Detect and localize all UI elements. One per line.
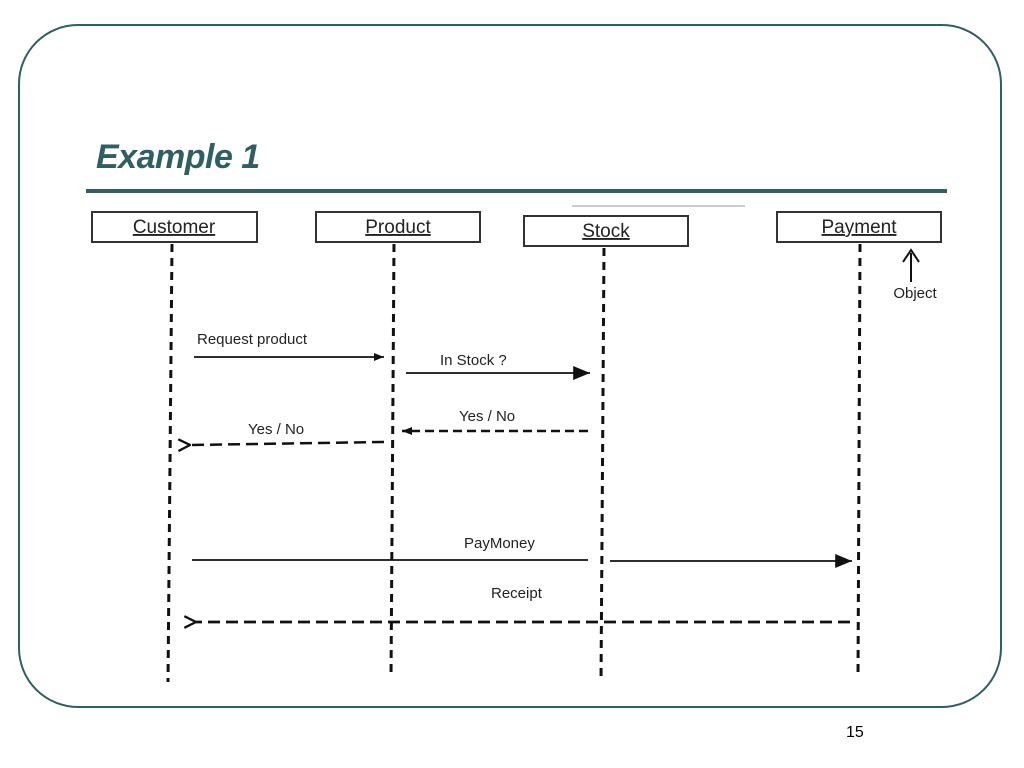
message-yes-no-product: Yes / No: [190, 421, 385, 445]
page-number: 15: [846, 724, 864, 741]
object-product: Product: [315, 211, 481, 243]
message-request-product: Request product: [194, 331, 384, 361]
object-annotation: Object: [893, 248, 938, 302]
object-annotation-label: Object: [893, 285, 937, 302]
lifeline-stock: [599, 247, 606, 683]
slide-frame: [18, 24, 1002, 708]
object-payment: Payment: [776, 211, 942, 243]
slide-title: Example 1: [96, 138, 260, 176]
object-label-payment: Payment: [822, 217, 898, 238]
lifeline-customer: [166, 243, 174, 683]
message-label-in-stock: In Stock ?: [440, 352, 507, 369]
message-pay-money: PayMoney: [192, 535, 852, 568]
message-yes-no-stock: Yes / No: [402, 408, 588, 435]
title-underline: [86, 189, 947, 193]
lifeline-product: [389, 243, 396, 679]
message-receipt: Receipt: [196, 585, 850, 622]
object-label-stock: Stock: [582, 221, 630, 242]
message-label-request-product: Request product: [197, 331, 308, 348]
object-label-product: Product: [365, 217, 431, 238]
message-label-pay-money: PayMoney: [464, 535, 535, 552]
up-arrow-icon: [902, 248, 920, 263]
message-in-stock: In Stock ?: [406, 352, 590, 380]
message-label-yes-no-product: Yes / No: [248, 421, 304, 438]
lifeline-payment: [856, 243, 862, 679]
message-label-receipt: Receipt: [491, 585, 543, 602]
object-customer: Customer: [91, 211, 258, 243]
object-stock: Stock: [523, 205, 745, 247]
object-label-customer: Customer: [133, 217, 216, 238]
message-label-yes-no-stock: Yes / No: [459, 408, 515, 425]
